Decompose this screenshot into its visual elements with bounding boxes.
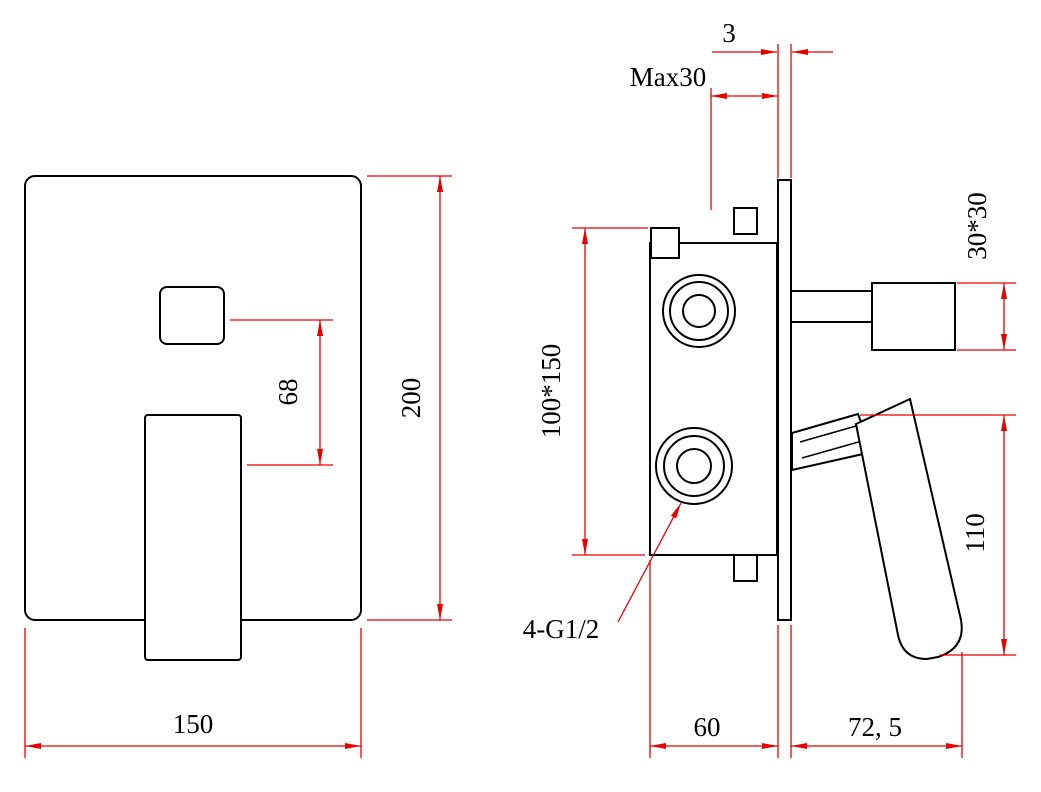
dimension-handle-projection: 72, 5 <box>790 625 963 758</box>
outlet-stub <box>790 290 873 323</box>
front-view: 200 68 150 <box>24 175 452 758</box>
port-bottom-inner-circle <box>676 448 712 484</box>
dimension-body-depth: 60 <box>649 560 779 758</box>
dim-label-max-wall: Max30 <box>630 62 707 92</box>
port-bottom-outer-circle <box>655 427 733 505</box>
dimension-hole-spacing: 100*150 <box>536 227 648 556</box>
dimension-handle-length: 110 <box>860 414 1016 656</box>
port-bottom <box>655 427 733 505</box>
dim-label-front-height: 200 <box>396 378 426 419</box>
joint-detail-line <box>799 425 857 443</box>
side-plate-edge <box>777 179 792 621</box>
dimension-front-width: 150 <box>24 628 362 758</box>
dim-label-hole-spacing: 100*150 <box>536 344 566 439</box>
top-port-tab <box>650 227 680 259</box>
dim-label-plate-thickness: 3 <box>722 18 736 48</box>
side-view: 3 Max30 30*30 100*150 110 <box>523 18 1016 758</box>
dim-label-button-offset: 68 <box>273 379 303 406</box>
diverter-button <box>159 286 225 345</box>
mixer-handle-front <box>144 414 242 661</box>
port-top-ring <box>669 281 729 341</box>
dim-label-body-depth: 60 <box>694 712 721 742</box>
port-bottom-ring <box>663 435 725 497</box>
mounting-lug-top <box>733 207 758 235</box>
dim-label-knob-section: 30*30 <box>962 192 992 260</box>
thread-callout: 4-G1/2 <box>523 502 682 644</box>
dimension-knob-section: 30*30 <box>957 192 1016 351</box>
dim-label-front-width: 150 <box>173 709 214 739</box>
port-top <box>662 274 736 348</box>
dimension-front-height: 200 <box>367 175 452 621</box>
dimension-button-offset: 68 <box>230 319 333 466</box>
dim-label-handle-projection: 72, 5 <box>848 712 902 742</box>
mounting-lug-bottom <box>733 554 758 582</box>
joint-detail-line <box>801 440 863 459</box>
square-knob-side <box>871 282 956 351</box>
dim-label-handle-length: 110 <box>960 513 990 553</box>
thread-callout-label: 4-G1/2 <box>523 614 600 644</box>
port-top-inner-circle <box>682 294 716 328</box>
dimension-max-wall: Max30 <box>630 62 778 210</box>
port-top-outer-circle <box>662 274 736 348</box>
handle-lever-side <box>854 397 963 661</box>
dimension-plate-thickness: 3 <box>712 18 833 178</box>
